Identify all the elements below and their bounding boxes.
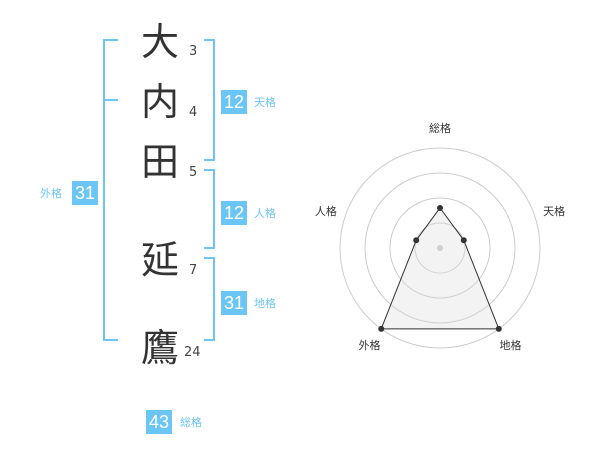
- radar-axis-label-3: 外格: [358, 338, 380, 352]
- tenkaku-value: 12: [221, 90, 248, 114]
- gaikaku-bracket: [103, 39, 118, 341]
- jinkaku-bracket: [204, 169, 215, 249]
- radar-point-2: [495, 325, 502, 332]
- jinkaku-label: 人格: [254, 207, 276, 220]
- radar-point-0: [437, 205, 443, 211]
- name-char-3: 田: [140, 140, 179, 184]
- radar-ring-1: [414, 222, 466, 274]
- radar-axis-label-2: 地格: [500, 338, 522, 352]
- gaikaku-label: 外格: [40, 187, 62, 200]
- name-char-1: 大: [140, 20, 179, 64]
- soukaku-label: 総格: [180, 416, 202, 429]
- stroke-count-3: 5: [189, 165, 198, 180]
- name-char-4: 延: [140, 238, 179, 282]
- radar-points: [378, 205, 502, 332]
- stroke-count-4: 7: [189, 263, 198, 278]
- name-char-2: 内: [140, 80, 179, 124]
- name-char-5: 鷹: [140, 326, 179, 370]
- radar-ring-2: [389, 197, 491, 299]
- radar-point-3: [378, 325, 385, 332]
- chikaku-label: 地格: [254, 297, 276, 310]
- radar-point-1: [460, 237, 467, 244]
- tenkaku-label: 天格: [254, 96, 276, 109]
- stroke-count-5: 24: [184, 345, 201, 360]
- radar-axis-label-1: 天格: [543, 204, 565, 218]
- stroke-count-1: 3: [189, 44, 198, 59]
- radar-point-4: [413, 237, 420, 244]
- soukaku-value: 43: [146, 410, 173, 434]
- chikaku-bracket: [204, 257, 215, 341]
- stroke-count-2: 4: [189, 105, 198, 120]
- gaikaku-value: 31: [72, 181, 99, 205]
- radar-grid: [339, 147, 541, 349]
- chikaku-value: 31: [221, 291, 248, 315]
- tenkaku-bracket: [204, 39, 215, 161]
- jinkaku-value: 12: [221, 201, 248, 225]
- radar-axis-label-4: 人格: [315, 204, 337, 218]
- radar-axis-label-0: 総格: [429, 121, 451, 135]
- radar-ring-3: [364, 172, 516, 324]
- radar-center-dot: [437, 245, 443, 251]
- radar-series-area: [380, 207, 500, 330]
